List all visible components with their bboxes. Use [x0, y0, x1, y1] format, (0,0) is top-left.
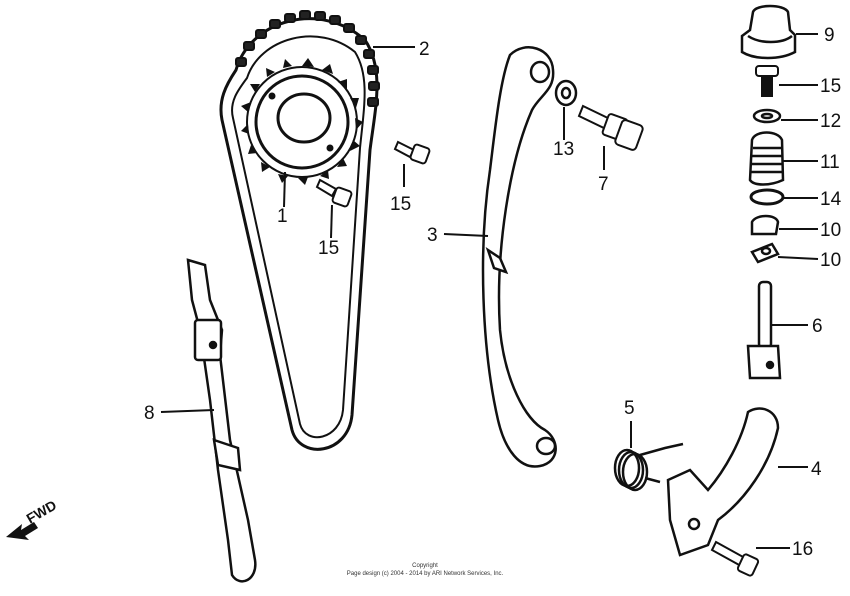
copyright-line-2: Page design (c) 2004 - 2014 by ARI Netwo…: [347, 571, 504, 577]
callout-3: 3: [427, 225, 438, 246]
pivot-bolt[interactable]: [577, 104, 644, 151]
tensioner-arm[interactable]: [666, 407, 780, 557]
tensioner-bolt[interactable]: [755, 65, 779, 97]
callout-10b: 10: [820, 250, 841, 271]
arm-bolt[interactable]: [710, 540, 760, 577]
tensioner-collar-b[interactable]: [750, 242, 780, 264]
forward-arrow-icon: [6, 522, 38, 540]
copyright-line-1: Copyright: [412, 563, 438, 569]
forward-direction: FWD: [6, 497, 59, 540]
callout-10a: 10: [820, 220, 841, 241]
callouts: 1 2 3 4 5 6 7 8 9 10 10 11 12 13 14 15 1…: [144, 25, 842, 560]
sprocket-bolt-b[interactable]: [393, 140, 431, 165]
callout-14: 14: [820, 189, 842, 210]
tensioner-spring[interactable]: [613, 442, 684, 492]
callout-15a: 15: [820, 76, 841, 97]
callout-15c: 15: [318, 238, 339, 259]
callout-16: 16: [792, 539, 813, 560]
cam-chain[interactable]: [219, 10, 380, 451]
callout-2: 2: [419, 39, 430, 60]
copyright: Copyright Page design (c) 2004 - 2014 by…: [347, 563, 504, 577]
leader-lines: [160, 33, 819, 549]
sprocket-bolt-a[interactable]: [315, 178, 353, 208]
fwd-label: FWD: [24, 497, 60, 527]
callout-5: 5: [624, 398, 635, 419]
tensioner-slipper[interactable]: [481, 46, 557, 468]
tensioner-collar-a[interactable]: [750, 214, 780, 236]
callout-12: 12: [820, 111, 841, 132]
tensioner-washer[interactable]: [752, 108, 782, 124]
tensioner-nut[interactable]: [748, 131, 785, 186]
callout-13: 13: [553, 139, 574, 160]
chain-guide[interactable]: [186, 258, 257, 583]
tensioner-push-rod[interactable]: [746, 280, 782, 380]
callout-8: 8: [144, 403, 155, 424]
tensioner-cap[interactable]: [740, 4, 797, 60]
cam-sprocket[interactable]: [241, 58, 363, 185]
callout-11: 11: [820, 152, 840, 173]
callout-15b: 15: [390, 194, 411, 215]
tensioner-o-ring[interactable]: [749, 188, 785, 206]
callout-6: 6: [812, 316, 823, 337]
callout-4: 4: [811, 459, 822, 480]
callout-7: 7: [598, 174, 609, 195]
callout-9: 9: [824, 25, 835, 46]
sealing-washer[interactable]: [554, 79, 578, 107]
callout-1: 1: [277, 206, 288, 227]
